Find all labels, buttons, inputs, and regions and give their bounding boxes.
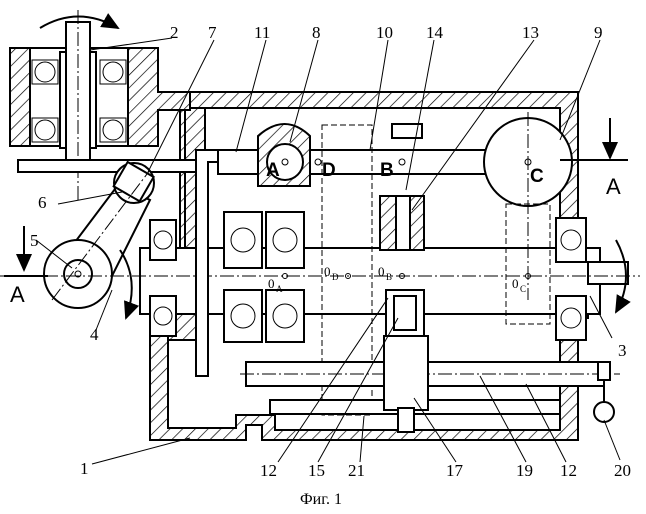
origin-a: 0	[268, 276, 275, 291]
section-mark-left: A	[10, 282, 25, 307]
point-b: B	[380, 160, 394, 181]
figure-caption: Фиг. 1	[300, 491, 342, 508]
callout-13: 12	[260, 461, 277, 480]
crank-lever	[44, 162, 154, 318]
callout-14: 13	[522, 23, 539, 42]
section-mark-right: A	[606, 174, 621, 199]
callout-17: 15	[308, 461, 325, 480]
callout-2: 2	[170, 23, 179, 42]
callout-9: 9	[594, 23, 603, 42]
origin-b-sub: B	[386, 272, 392, 282]
callout-20: 20	[614, 461, 631, 480]
point-c: C	[530, 166, 544, 187]
callout-7: 7	[208, 23, 217, 42]
point-a: A	[266, 160, 280, 181]
callout-15: 14	[426, 23, 444, 42]
callout-5: 5	[30, 231, 39, 250]
callout-11: 11	[254, 23, 270, 42]
callout-8: 8	[312, 23, 321, 42]
callout-4: 4	[90, 325, 99, 344]
callout-21: 21	[348, 461, 365, 480]
callout-19: 19	[516, 461, 533, 480]
point-d: D	[322, 160, 336, 181]
origin-a-sub: A	[276, 284, 283, 294]
guide-plate	[18, 160, 196, 172]
callout-1: 1	[80, 459, 89, 478]
origin-d-sub: D	[332, 272, 339, 282]
origin-d: 0	[324, 264, 331, 279]
callout-18: 17	[446, 461, 464, 480]
callout-10: 10	[376, 23, 393, 42]
origin-c: 0	[512, 276, 519, 291]
callout-6: 6	[38, 193, 47, 212]
callout-12: 12	[560, 461, 577, 480]
origin-b: 0	[378, 264, 385, 279]
origin-c-sub: C	[520, 284, 526, 294]
callout-3: 3	[618, 341, 627, 360]
